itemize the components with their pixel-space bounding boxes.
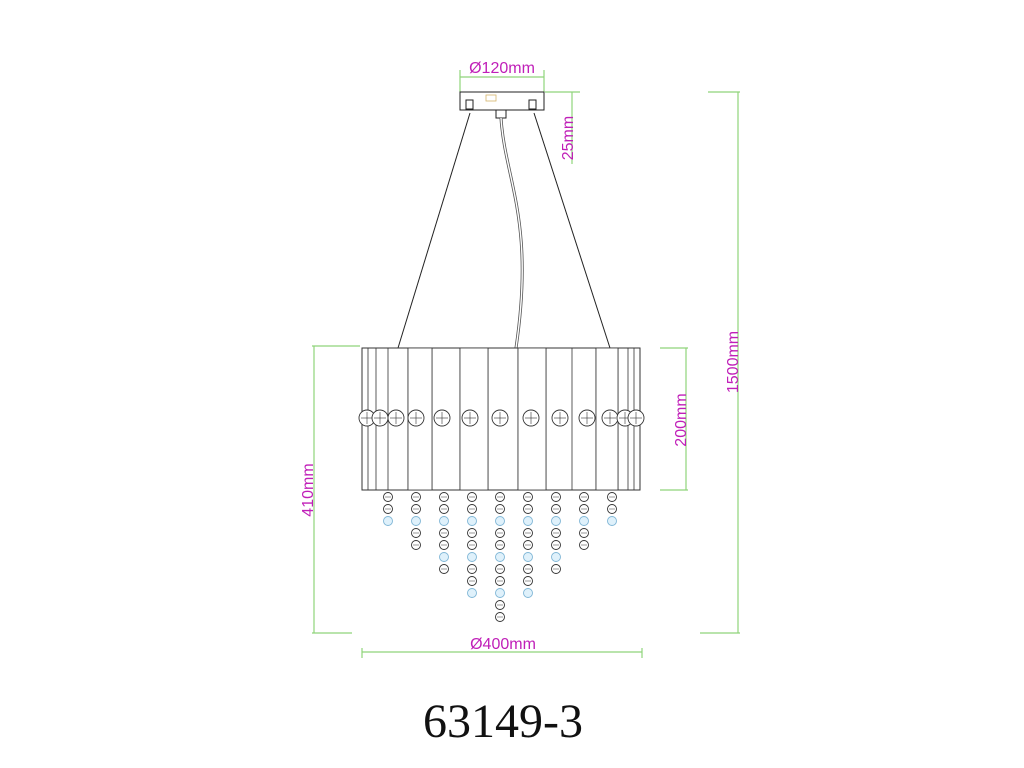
canopy-height-label: 25mm [560,116,577,160]
band-crystal [407,409,425,427]
band-crystal [627,409,645,427]
body-height-label: 410mm [300,463,317,516]
canopy-diameter-dimension: Ø120mm [459,60,545,92]
band-crystal [371,409,389,427]
crystal-strands [383,492,617,622]
band-crystal [578,409,596,427]
body-diameter-dimension: Ø400mm [361,636,643,658]
band-crystal [387,409,405,427]
canopy-height-dimension: 25mm [545,91,580,164]
model-number: 63149-3 [423,695,583,748]
band-crystal [358,409,376,427]
crystal-band [358,409,645,427]
suspension-cables [397,112,611,349]
shade-height-label: 200mm [673,393,690,446]
band-crystal [461,409,479,427]
band-crystal [491,409,509,427]
crystal-strand [495,492,505,622]
crystal-strand [551,492,561,574]
band-crystal [551,409,569,427]
crystal-strand [607,492,617,526]
body-diameter-label: Ø400mm [470,636,536,653]
band-crystal [601,409,619,427]
body-height-dimension: 410mm [300,345,360,634]
crystal-strand [467,492,477,598]
crystal-strand [579,492,589,550]
crystal-strand [411,492,421,550]
drum-shade [358,347,645,491]
crystal-strand [383,492,393,526]
ceiling-canopy [459,91,545,119]
total-height-dimension: 1500mm [700,91,742,634]
crystal-strand [523,492,533,598]
band-crystal [522,409,540,427]
total-height-label: 1500mm [725,331,742,393]
canopy-diameter-label: Ø120mm [469,60,535,77]
shade-height-dimension: 200mm [660,347,690,491]
band-crystal [433,409,451,427]
crystal-strand [439,492,449,574]
